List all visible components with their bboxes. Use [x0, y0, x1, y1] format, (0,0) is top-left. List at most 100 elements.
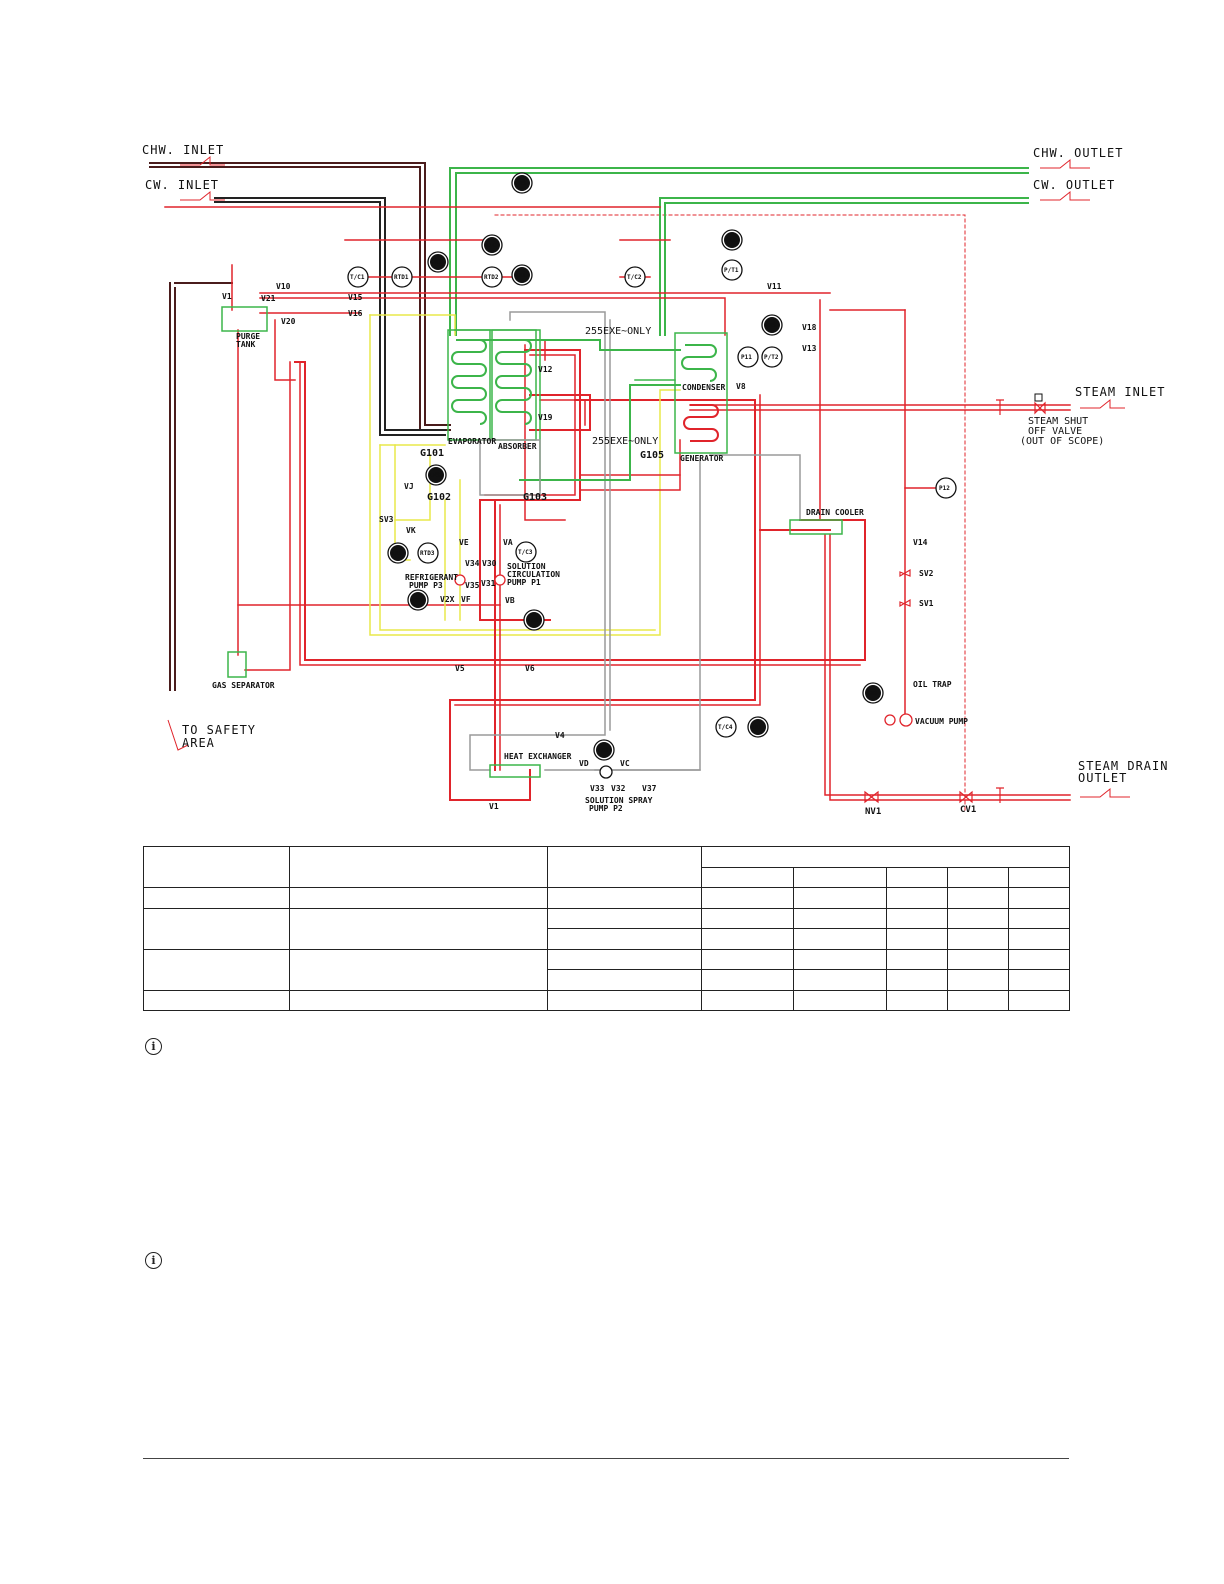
table-cell — [701, 989, 794, 1011]
table-cell — [947, 969, 1009, 991]
cw-outlet-label: CW. OUTLET — [1033, 178, 1115, 192]
purge-tank-label: PURGE — [236, 332, 260, 341]
rtd2-instrument-tag: RTD2 — [484, 274, 499, 281]
table-cell — [886, 887, 948, 909]
thr4-instrument-tag: THR — [597, 747, 608, 754]
valve-v30: V30 — [482, 559, 497, 568]
table-cell — [947, 948, 1009, 970]
table-cell — [886, 907, 948, 929]
valve-v10: V10 — [276, 282, 291, 291]
table-header-cell — [701, 866, 794, 888]
pas-instrument-tag: PAS — [515, 180, 526, 187]
valve-v13: V13 — [802, 344, 817, 353]
table-header-cell — [289, 846, 548, 888]
gas-separator-label: GAS SEPARATOR — [212, 681, 275, 690]
valve-v11: V11 — [767, 282, 782, 291]
valve-vd: VD — [579, 759, 589, 768]
absorber-label: ABSORBER — [498, 442, 537, 451]
vacuum-pump-label: VACUUM PUMP — [915, 717, 968, 726]
to-safety-area-label: AREA — [182, 736, 215, 750]
table-cell — [793, 907, 887, 929]
table-header-cell — [1007, 866, 1071, 888]
table-cell — [947, 989, 1009, 1011]
table-cell — [701, 948, 794, 970]
valve-g101: G101 — [420, 448, 444, 459]
table-cell — [793, 948, 887, 970]
rtd1-instrument-tag: RTD1 — [394, 274, 409, 281]
valve-v15: V15 — [348, 293, 363, 302]
valve-v14: V14 — [913, 538, 928, 547]
valve-cv1: CV1 — [960, 805, 976, 815]
table-cell — [1007, 969, 1071, 991]
spec-table — [143, 846, 1071, 1011]
valve-vf: VF — [461, 595, 471, 604]
steam-inlet-label: STEAM INLET — [1075, 385, 1165, 399]
oil-trap-label: OIL TRAP — [913, 680, 952, 689]
tic-instrument-tag: TIC — [485, 242, 496, 249]
thr2-instrument-tag: THR — [527, 617, 538, 624]
pai2-instrument-tag: PAI — [725, 237, 736, 244]
table-row — [144, 969, 1071, 991]
chw-inlet-label: CHW. INLET — [142, 143, 224, 157]
valve-sv3: SV3 — [379, 515, 394, 524]
tai2-instrument-tag: TAI — [391, 550, 402, 557]
table-cell — [886, 989, 948, 1011]
valve-v8: V8 — [736, 382, 746, 391]
table-header-row — [143, 846, 1071, 888]
info-icon: i — [145, 1038, 162, 1055]
valve-sv1: SV1 — [919, 599, 934, 608]
solution-circ-pump-label-2: CIRCULATION — [507, 570, 560, 579]
chw-outlet-label: CHW. OUTLET — [1033, 146, 1123, 160]
cw-inlet-label: CW. INLET — [145, 178, 219, 192]
solution-circ-pump-label-3: PUMP P1 — [507, 578, 541, 587]
table-cell — [1007, 989, 1071, 1011]
valve-v20: V20 — [281, 317, 296, 326]
table-cell — [793, 928, 887, 950]
table-cell — [143, 989, 290, 1011]
table-header-cell — [700, 846, 1071, 868]
valve-nv1: NV1 — [865, 807, 881, 817]
tai-instrument-tag: TAI — [515, 272, 526, 279]
steam-drain-label: STEAM DRAIN — [1078, 759, 1168, 773]
exe-only-callout-1: 255EXE~ONLY — [585, 326, 651, 337]
valve-v19: V19 — [538, 413, 553, 422]
valve-v16: V16 — [348, 309, 363, 318]
table-cell — [1007, 928, 1071, 950]
thr1-instrument-tag: THR — [411, 597, 422, 604]
tc4-instrument-tag: T/C4 — [718, 724, 733, 731]
table-row — [143, 948, 1071, 991]
valve-v4: V4 — [555, 731, 565, 740]
refrigerant-pump-label-2: PUMP P3 — [409, 581, 443, 590]
pas2-instrument-tag: PAS — [765, 322, 776, 329]
table-row — [143, 887, 1071, 909]
steam-valve-label-3: (OUT OF SCOPE) — [1020, 436, 1104, 447]
valve-v37: V37 — [642, 784, 657, 793]
condenser-label: CONDENSER — [682, 383, 726, 392]
table-cell — [701, 969, 794, 991]
generator-label: GENERATOR — [680, 454, 724, 463]
solution-spray-pump-label-2: PUMP P2 — [589, 804, 623, 813]
valve-v21: V21 — [261, 294, 276, 303]
info-icon: i — [145, 1252, 162, 1269]
table-cell — [701, 907, 794, 929]
pt1-instrument-tag: P/T1 — [724, 267, 739, 274]
schematic-diagram: CHW. INLET CW. INLET CHW. OUTLET CW. OUT… — [142, 143, 1168, 817]
steam-valve-label-2: OFF VALVE — [1028, 426, 1082, 437]
table-header-cell — [547, 846, 702, 888]
p11-instrument-tag: P11 — [741, 354, 752, 361]
table-header-cell — [793, 866, 887, 888]
table-cell — [143, 907, 290, 950]
valve-v32: V32 — [611, 784, 626, 793]
table-header-row — [144, 866, 1071, 888]
evaporator-label: EVAPORATOR — [448, 437, 496, 446]
purge-tank-label-2: TANK — [236, 340, 255, 349]
table-row — [143, 989, 1071, 1011]
table-header-cell — [947, 866, 1009, 888]
solution-circ-pump-label: SOLUTION — [507, 562, 546, 571]
table-cell — [1007, 887, 1071, 909]
table-cell — [701, 887, 794, 909]
table-cell — [547, 989, 702, 1011]
table-header-cell — [886, 866, 948, 888]
valve-v6: V6 — [525, 664, 535, 673]
valve-v31: V31 — [481, 579, 496, 588]
